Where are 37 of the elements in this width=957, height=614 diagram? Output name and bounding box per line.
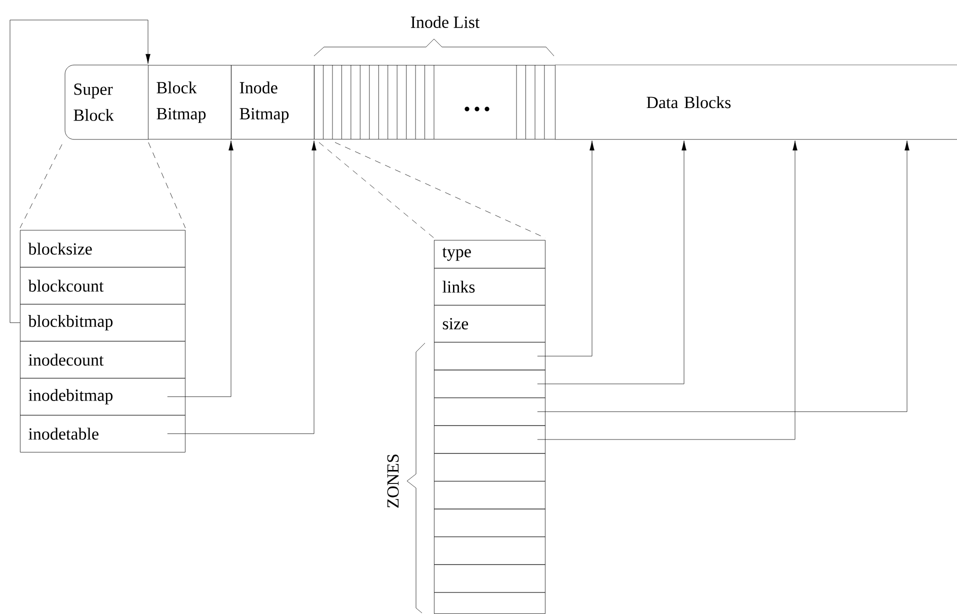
inode-list xyxy=(314,64,556,140)
table-row: type xyxy=(434,240,546,268)
projection-line xyxy=(148,142,186,228)
table-row xyxy=(434,536,546,565)
table-row: links xyxy=(434,268,546,306)
band-cell: Super Block xyxy=(64,64,149,140)
table-row: inodetable xyxy=(20,415,186,452)
band-cell: Block Bitmap xyxy=(148,65,232,140)
table-row: size xyxy=(434,305,546,342)
table-row xyxy=(434,481,546,510)
table-row: inodecount xyxy=(20,341,186,378)
arrow xyxy=(167,140,316,434)
table-row: blockcount xyxy=(20,267,186,304)
projection-line xyxy=(20,144,62,228)
table-row xyxy=(434,508,546,537)
table-row xyxy=(434,398,546,426)
table-row xyxy=(434,453,546,482)
band-cell: Inode Bitmap xyxy=(231,65,314,140)
arrow xyxy=(537,140,798,440)
table-row: blockbitmap xyxy=(20,304,186,342)
arrow xyxy=(167,140,234,397)
arrow xyxy=(537,140,594,356)
arrow xyxy=(537,140,686,384)
arrow xyxy=(10,20,150,323)
table-row: inodebitmap xyxy=(20,378,186,416)
table-row xyxy=(434,425,546,454)
table-row xyxy=(434,342,546,370)
table-row: blocksize xyxy=(20,230,186,268)
table-row xyxy=(434,370,546,398)
table-row xyxy=(434,592,546,614)
arrow xyxy=(537,140,910,412)
table-row xyxy=(434,564,546,593)
brace-label: Inode List xyxy=(410,16,480,28)
projection-line xyxy=(334,142,546,238)
projection-line xyxy=(318,142,434,238)
brace-label: ZONES xyxy=(387,454,399,508)
band-cell: Data Blocks xyxy=(554,64,957,140)
